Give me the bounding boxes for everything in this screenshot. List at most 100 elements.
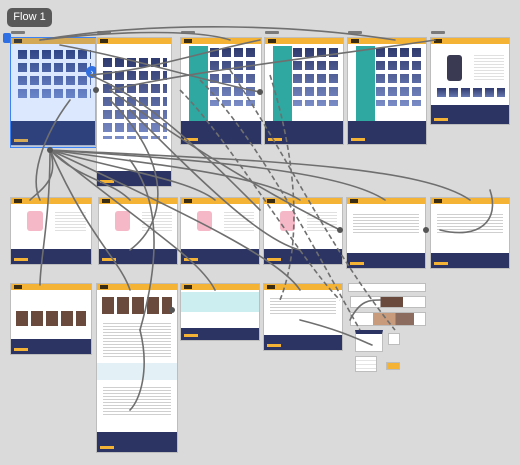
product-image [446, 55, 463, 81]
component-table[interactable] [355, 356, 377, 372]
artboard-product-detail[interactable] [430, 37, 510, 125]
dashed-wire [269, 74, 295, 301]
wire [39, 26, 396, 41]
header-bar [265, 38, 343, 44]
component-button[interactable] [386, 362, 400, 370]
artboard-contact-page[interactable] [180, 283, 260, 341]
dashed-wire [199, 79, 361, 331]
wire [439, 189, 494, 234]
footer-bar [431, 105, 509, 124]
artboard-selection [10, 37, 98, 148]
product-image [114, 211, 131, 231]
artboard-about-page[interactable] [10, 283, 92, 355]
artboard-checkout[interactable] [430, 197, 510, 269]
header-bar [348, 38, 426, 44]
hero-image-grid [17, 50, 91, 102]
form-fields [270, 295, 336, 316]
wire [129, 109, 301, 251]
wire [109, 39, 436, 91]
artboard-product-page-1[interactable] [10, 197, 92, 265]
wire [39, 149, 51, 286]
footer-bar [181, 327, 259, 340]
footer-bar [97, 431, 177, 452]
header-bar [97, 38, 171, 44]
footer-bar [11, 121, 95, 145]
wire [129, 159, 155, 331]
footer-bar [264, 249, 342, 264]
header-bar [431, 198, 509, 204]
dashed-wire [229, 69, 396, 331]
footer-bar [181, 249, 259, 264]
header-bar [264, 198, 342, 204]
product-info [223, 209, 255, 231]
arrow-connector [257, 89, 263, 95]
footer-bar [265, 120, 343, 144]
header-bar [264, 284, 342, 290]
product-grid [376, 48, 423, 107]
product-info [55, 209, 87, 231]
artboard-title-marker [431, 31, 445, 34]
footer-bar [431, 252, 509, 268]
header-bar [181, 38, 261, 44]
arrow-connector [93, 87, 99, 93]
footer-bar [97, 171, 171, 186]
product-image [27, 211, 43, 231]
wire [49, 149, 216, 291]
footer-bar [348, 120, 426, 144]
wire [129, 329, 145, 411]
artboard-form-page[interactable] [263, 283, 343, 351]
wire [299, 319, 373, 346]
wire [59, 44, 261, 93]
product-info [473, 53, 505, 81]
header-bar [11, 38, 95, 44]
related-grid [437, 87, 506, 100]
sidebar-panel [356, 46, 375, 121]
arrow-connector [337, 227, 343, 233]
dashed-wire [179, 89, 341, 301]
artboard-product-page-3[interactable] [180, 197, 260, 265]
wire [89, 39, 261, 76]
wire [49, 149, 386, 201]
flow-start-marker[interactable] [3, 33, 11, 43]
component-modal[interactable] [355, 330, 383, 352]
artboard-catalog-filter-2[interactable] [347, 37, 427, 145]
artboard-long-article[interactable] [96, 283, 178, 453]
wire [49, 149, 216, 201]
flow-label-chip[interactable]: Flow 1 [7, 8, 52, 27]
artboard-product-page-2[interactable] [98, 197, 178, 265]
footer-bar [11, 249, 91, 264]
cart-items [353, 212, 419, 233]
header-bar [11, 284, 91, 290]
checkout-form [437, 212, 503, 233]
artboard-title-marker [348, 31, 362, 34]
artboard-title-marker [181, 31, 195, 34]
artboard-catalog-filter[interactable] [264, 37, 344, 145]
component-bar-1[interactable] [348, 283, 426, 292]
component-card[interactable] [388, 333, 400, 345]
artboard-shopping-cart[interactable] [346, 197, 426, 269]
artboard-product-page-4[interactable] [263, 197, 343, 265]
artboard-title-marker [265, 31, 279, 34]
header-bar [181, 198, 259, 204]
wire [109, 99, 159, 251]
wire [89, 74, 261, 211]
header-bar [99, 198, 177, 204]
team-photos [15, 310, 87, 326]
wire [39, 31, 231, 41]
product-grid [293, 48, 340, 107]
info-cards [97, 362, 177, 380]
arrow-connector [423, 227, 429, 233]
header-bar [181, 284, 259, 290]
wire [49, 149, 131, 291]
wire [109, 89, 341, 231]
header-bar [347, 198, 425, 204]
wire [29, 149, 54, 201]
header-bar [97, 284, 177, 290]
article-photos [101, 297, 173, 315]
wire [49, 149, 301, 291]
arrow-connector [169, 307, 175, 313]
contact-banner [181, 292, 259, 312]
component-image-strip[interactable] [350, 296, 426, 308]
wire-origin-dot [47, 147, 53, 153]
